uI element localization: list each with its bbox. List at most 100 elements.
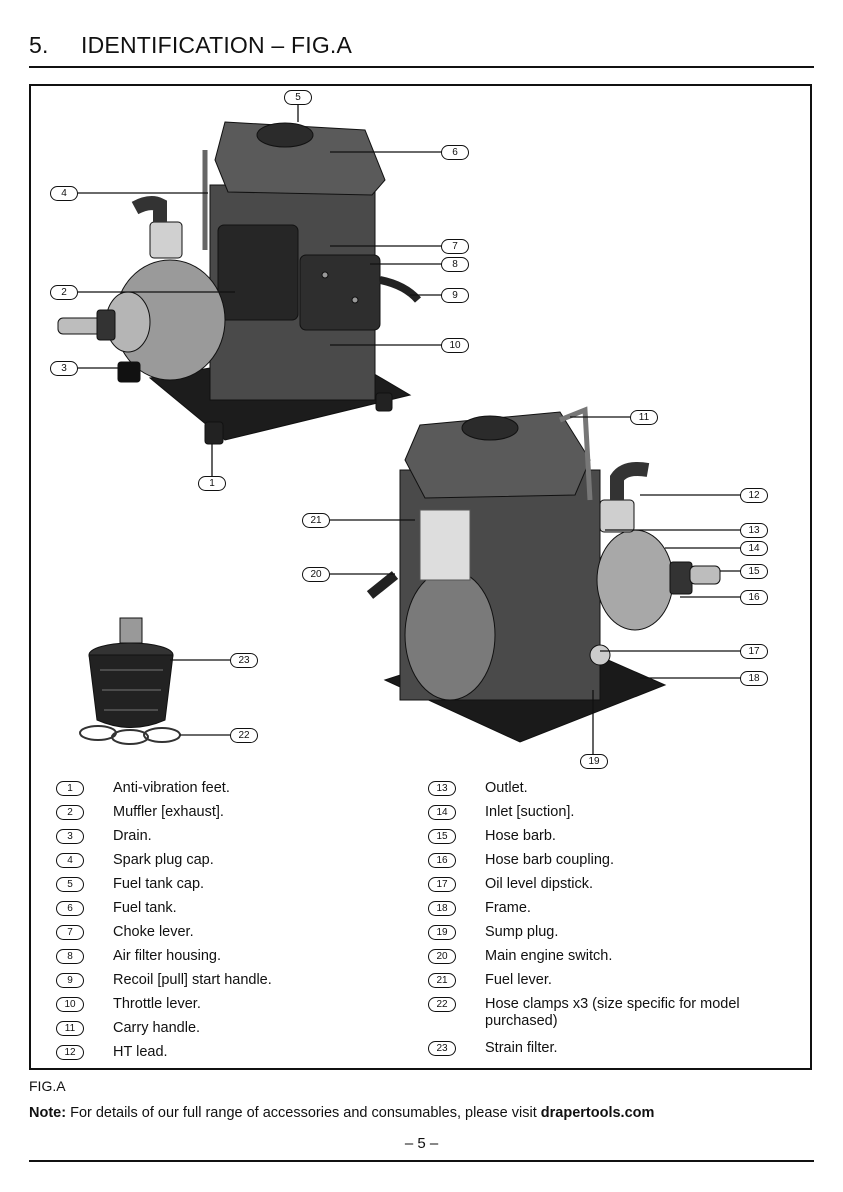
note-text: For details of our full range of accesso… [66, 1105, 541, 1121]
legend-text: HT lead. [113, 1044, 168, 1060]
legend-item: 16 Hose barb coupling. [428, 852, 798, 872]
legend-badge: 11 [56, 1021, 84, 1036]
note-line: Note: For details of our full range of a… [29, 1105, 654, 1121]
legend-badge: 19 [428, 925, 456, 940]
legend-text: Fuel tank cap. [113, 876, 205, 892]
callout-3: 3 [50, 361, 78, 376]
callout-7: 7 [441, 239, 469, 254]
legend-text: Main engine switch. [485, 948, 613, 964]
legend-badge: 15 [428, 829, 456, 844]
callout-21: 21 [302, 513, 330, 528]
legend-text: Anti-vibration feet. [113, 780, 230, 796]
legend-text: Inlet [suction]. [485, 804, 575, 820]
section-number: 5. [29, 32, 49, 58]
legend-text: Oil level dipstick. [485, 876, 593, 892]
legend-item: 17 Oil level dipstick. [428, 876, 798, 896]
callout-19: 19 [580, 754, 608, 769]
legend-badge: 8 [56, 949, 84, 964]
callout-17: 17 [740, 644, 768, 659]
page-number: – 5 – [404, 1135, 439, 1152]
legend-badge: 1 [56, 781, 84, 796]
legend-item: 8 Air filter housing. [56, 948, 426, 968]
legend-text: Strain filter. [485, 1040, 558, 1056]
legend-text: Hose barb. [485, 828, 556, 844]
legend-text: Hose barb coupling. [485, 852, 614, 868]
callout-6: 6 [441, 145, 469, 160]
callout-18: 18 [740, 671, 768, 686]
legend-badge: 10 [56, 997, 84, 1012]
callout-12: 12 [740, 488, 768, 503]
legend-text: Air filter housing. [113, 948, 221, 964]
legend-badge: 5 [56, 877, 84, 892]
legend-item: 3 Drain. [56, 828, 426, 848]
legend-item: 7 Choke lever. [56, 924, 426, 944]
legend-badge: 7 [56, 925, 84, 940]
legend-text: Fuel tank. [113, 900, 177, 916]
section-title: IDENTIFICATION – FIG.A [81, 32, 353, 58]
legend-badge: 17 [428, 877, 456, 892]
legend-item: 6 Fuel tank. [56, 900, 426, 920]
legend-text: Muffler [exhaust]. [113, 804, 224, 820]
legend-item: 13 Outlet. [428, 780, 798, 800]
legend-badge: 23 [428, 1041, 456, 1056]
legend-text: Throttle lever. [113, 996, 201, 1012]
legend-item: 5 Fuel tank cap. [56, 876, 426, 896]
legend-item: 2 Muffler [exhaust]. [56, 804, 426, 824]
legend-text: Sump plug. [485, 924, 559, 940]
legend-item: 9 Recoil [pull] start handle. [56, 972, 426, 992]
footer-rule [29, 1160, 814, 1162]
legend-item: 18 Frame. [428, 900, 798, 920]
legend-item: 4 Spark plug cap. [56, 852, 426, 872]
legend-text: Hose clamps x3 (size specific for model … [485, 996, 740, 1029]
callout-20: 20 [302, 567, 330, 582]
callout-13: 13 [740, 523, 768, 538]
legend-badge: 9 [56, 973, 84, 988]
callout-2: 2 [50, 285, 78, 300]
legend-item: 1 Anti-vibration feet. [56, 780, 426, 800]
callout-23: 23 [230, 653, 258, 668]
legend-text: Frame. [485, 900, 531, 916]
legend-text: Outlet. [485, 780, 528, 796]
callout-4: 4 [50, 186, 78, 201]
pump-front-view [57, 121, 422, 445]
legend-item: 19 Sump plug. [428, 924, 798, 944]
legend-text: Spark plug cap. [113, 852, 214, 868]
legend-badge: 4 [56, 853, 84, 868]
hose-clamps [79, 725, 181, 745]
legend-item: 12 HT lead. [56, 1044, 426, 1064]
legend-item: 21 Fuel lever. [428, 972, 798, 992]
callout-16: 16 [740, 590, 768, 605]
pump-rear-view [366, 406, 721, 743]
legend-badge: 6 [56, 901, 84, 916]
callout-14: 14 [740, 541, 768, 556]
legend-item: 14 Inlet [suction]. [428, 804, 798, 824]
pump-illustration [57, 105, 742, 754]
legend-badge: 18 [428, 901, 456, 916]
website-link[interactable]: drapertools.com [540, 1105, 655, 1121]
callout-15: 15 [740, 564, 768, 579]
figure-caption: FIG.A [29, 1078, 66, 1094]
callout-8: 8 [441, 257, 469, 272]
legend-text: Fuel lever. [485, 972, 552, 988]
callout-9: 9 [441, 288, 469, 303]
callout-22: 22 [230, 728, 258, 743]
legend-item: 11 Carry handle. [56, 1020, 426, 1040]
legend-badge: 2 [56, 805, 84, 820]
page-heading: 5. IDENTIFICATION – FIG.A [29, 32, 352, 59]
legend-text: Recoil [pull] start handle. [113, 972, 272, 988]
legend-item: 22 Hose clamps x3 (size specific for mod… [428, 996, 798, 1032]
legend-item: 23 Strain filter. [428, 1040, 798, 1060]
legend-badge: 20 [428, 949, 456, 964]
legend-text: Drain. [113, 828, 152, 844]
figure-frame [29, 84, 812, 1070]
legend-text: Choke lever. [113, 924, 194, 940]
legend-badge: 12 [56, 1045, 84, 1060]
legend-badge: 13 [428, 781, 456, 796]
callout-5: 5 [284, 90, 312, 105]
legend-badge: 21 [428, 973, 456, 988]
legend-item: 20 Main engine switch. [428, 948, 798, 968]
legend-badge: 14 [428, 805, 456, 820]
callout-10: 10 [441, 338, 469, 353]
leader-lines [78, 105, 742, 754]
header-rule [29, 66, 814, 68]
